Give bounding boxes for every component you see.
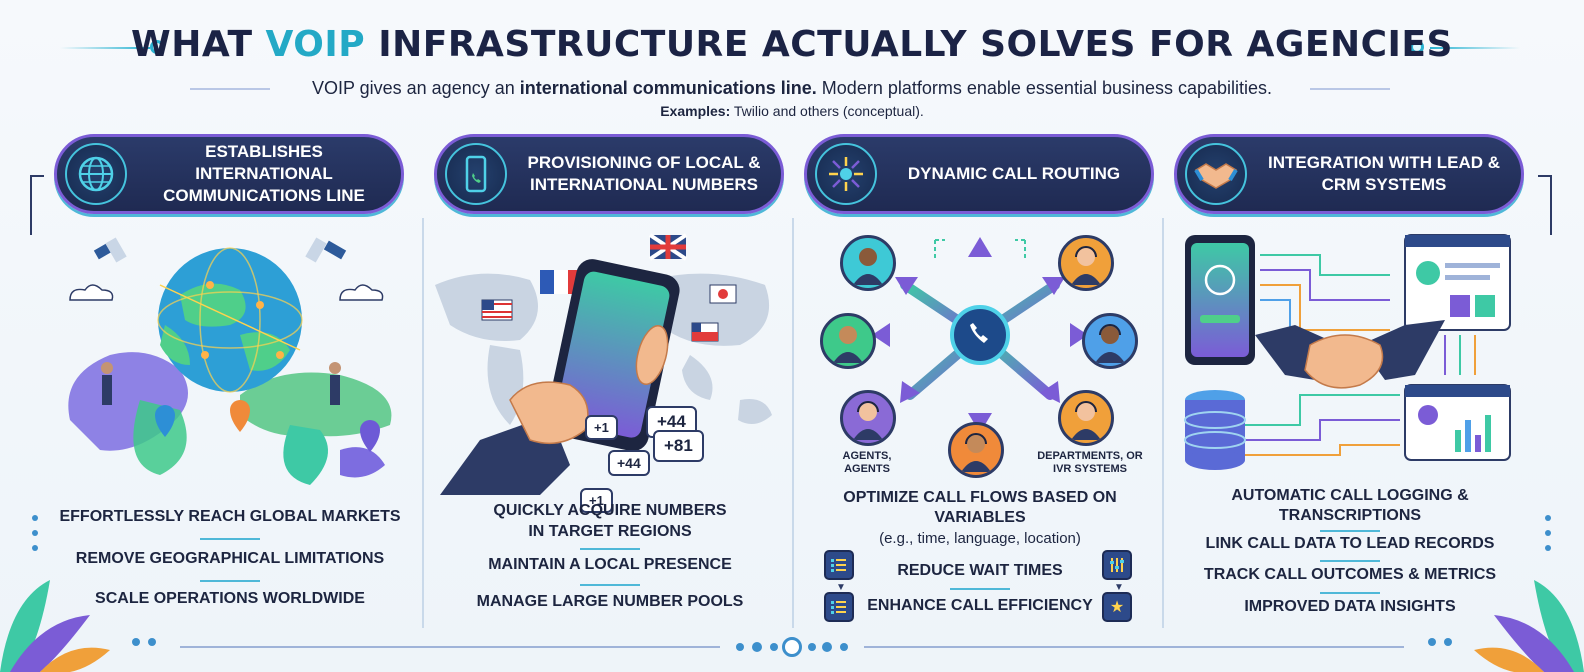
agent-avatar — [1058, 390, 1114, 446]
column-crm-integration: INTEGRATION WITH LEAD & CRM SYSTEMS — [1160, 130, 1540, 630]
agents-label: AGENTS, AGENTS — [842, 450, 892, 475]
bottom-dot — [132, 638, 140, 646]
bullet-item: AUTOMATIC CALL LOGGING & TRANSCRIPTIONS — [1231, 487, 1469, 524]
heading-text: ESTABLISHES INTERNATIONAL COMMUNICATIONS… — [163, 142, 365, 205]
side-dot — [32, 545, 38, 551]
side-dot — [1545, 515, 1551, 521]
subtitle: VOIP gives an agency an international co… — [311, 78, 1273, 98]
subtitle-line-right — [1310, 88, 1390, 90]
bracket-right-v — [1550, 175, 1552, 235]
agent-avatar — [1082, 313, 1138, 369]
number-badge: +44 — [608, 450, 650, 476]
heading-pill: PROVISIONING OF LOCAL & INTERNATIONAL NU… — [434, 134, 784, 214]
heading-text: DYNAMIC CALL ROUTING — [907, 164, 1121, 183]
number-badge: +1 — [585, 415, 618, 440]
title-deco-right — [1430, 47, 1520, 49]
column-divider — [1162, 218, 1164, 628]
star-icon: ★ — [1102, 592, 1132, 622]
side-dot — [32, 515, 38, 521]
agent-avatar — [948, 422, 1004, 478]
bottom-dot — [770, 643, 778, 651]
bracket-left — [30, 175, 44, 177]
bullet-separator — [1320, 530, 1380, 532]
bullet-item: MAINTAIN A LOCAL PRESENCE — [488, 556, 732, 573]
column-divider — [792, 218, 794, 628]
handshake-icon — [1185, 143, 1247, 205]
bullet-item: LINK CALL DATA TO LEAD RECORDS — [1205, 535, 1495, 552]
title-dot-left — [150, 40, 164, 54]
bullet-separator — [1320, 560, 1380, 562]
bullet-separator — [200, 538, 260, 540]
number-badge: +81 — [653, 430, 704, 462]
side-dot — [32, 530, 38, 536]
routing-main-text: OPTIMIZE CALL FLOWS BASED ON VARIABLES — [843, 489, 1117, 526]
bottom-line-left — [180, 646, 720, 648]
heading-text: PROVISIONING OF LOCAL & INTERNATIONAL NU… — [527, 153, 761, 194]
bullet-item: SCALE OPERATIONS WORLDWIDE — [95, 590, 365, 607]
column-international-line: ESTABLISHES INTERNATIONAL COMMUNICATIONS… — [40, 130, 420, 630]
crm-illustration — [1184, 234, 1511, 470]
bullet-separator — [950, 588, 1010, 590]
departments-label: DEPARTMENTS, OR IVR SYSTEMS — [1037, 450, 1143, 475]
routing-icon — [815, 143, 877, 205]
bottom-line-right — [864, 646, 1404, 648]
title-dot-right — [1410, 40, 1424, 54]
page-title: WHAT VOIP INFRASTRUCTURE ACTUALLY SOLVES… — [131, 24, 1453, 65]
bottom-dot — [840, 643, 848, 651]
bullet-item: TRACK CALL OUTCOMES & METRICS — [1203, 566, 1497, 583]
globe-icon — [65, 143, 127, 205]
bottom-dot — [736, 643, 744, 651]
column-call-routing: DYNAMIC CALL ROUTING — [790, 130, 1170, 630]
checklist-icon — [824, 550, 854, 580]
arrow-down-icon: ▼ — [836, 582, 846, 593]
bottom-dot — [808, 643, 816, 651]
bracket-right — [1538, 175, 1552, 177]
agent-avatar — [820, 313, 876, 369]
subtitle-line-left — [190, 88, 270, 90]
routing-note: (e.g., time, language, location) — [879, 530, 1081, 547]
numbers-illustration — [435, 233, 772, 495]
routing-illustration — [872, 237, 1088, 433]
leaf-decoration-left — [0, 580, 110, 672]
agent-avatar — [1058, 235, 1114, 291]
bullet-item: REMOVE GEOGRAPHICAL LIMITATIONS — [75, 550, 385, 567]
bracket-left-v — [30, 175, 32, 235]
bottom-dot — [822, 642, 832, 652]
bullet-item: ENHANCE CALL EFFICIENCY — [867, 597, 1093, 614]
bullet-separator — [200, 580, 260, 582]
settings-sliders-icon — [1102, 550, 1132, 580]
heading-pill: INTEGRATION WITH LEAD & CRM SYSTEMS — [1174, 134, 1524, 214]
side-dot — [1545, 545, 1551, 551]
bullet-item: QUICKLY ACQUIRE NUMBERS IN TARGET REGION… — [493, 502, 727, 540]
column-divider — [422, 218, 424, 628]
phone-icon — [445, 143, 507, 205]
checklist-icon — [824, 592, 854, 622]
heading-text: INTEGRATION WITH LEAD & CRM SYSTEMS — [1268, 153, 1500, 194]
column-number-provisioning: PROVISIONING OF LOCAL & INTERNATIONAL NU… — [420, 130, 800, 630]
bottom-dot — [1428, 638, 1436, 646]
bottom-dot — [148, 638, 156, 646]
heading-pill: ESTABLISHES INTERNATIONAL COMMUNICATIONS… — [54, 134, 404, 214]
globe-illustration — [68, 237, 392, 485]
arrow-down-icon: ▼ — [1114, 582, 1124, 593]
title-deco-left — [60, 47, 150, 49]
bullet-item: REDUCE WAIT TIMES — [897, 562, 1063, 579]
number-badge: +1 — [580, 488, 613, 513]
bottom-center-dot — [782, 637, 802, 657]
heading-pill: DYNAMIC CALL ROUTING — [804, 134, 1154, 214]
agent-avatar — [840, 390, 896, 446]
leaf-decoration-right — [1474, 580, 1584, 672]
side-dot — [1545, 530, 1551, 536]
bullet-item: IMPROVED DATA INSIGHTS — [1244, 598, 1456, 615]
bottom-dot — [752, 642, 762, 652]
agent-avatar — [840, 235, 896, 291]
bullet-separator — [1320, 592, 1380, 594]
bullet-item: EFFORTLESSLY REACH GLOBAL MARKETS — [59, 508, 401, 525]
bullet-separator — [580, 548, 640, 550]
bullet-item: MANAGE LARGE NUMBER POOLS — [476, 593, 744, 610]
bottom-dot — [1444, 638, 1452, 646]
examples-note: Examples: Twilio and others (conceptual)… — [660, 103, 924, 119]
bullet-separator — [580, 584, 640, 586]
